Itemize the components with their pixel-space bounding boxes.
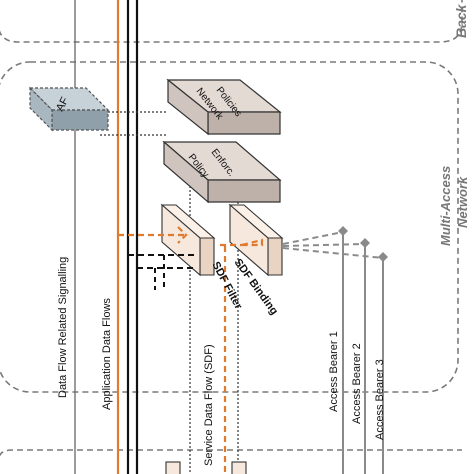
access-bearer-3-label: Access Bearer 3 xyxy=(374,359,386,440)
sdf-binding-node xyxy=(228,203,284,277)
data-flow-signalling-label: Data Flow Related Signalling xyxy=(57,257,69,398)
access-bearer-2-label: Access Bearer 2 xyxy=(351,343,363,424)
multi-access-label-line1: Multi-Access xyxy=(438,166,453,246)
network-policies-node: Network Policies xyxy=(166,78,282,136)
bearer-1-diamond-icon xyxy=(338,226,348,236)
access-bearers xyxy=(282,226,388,474)
af-node: AF xyxy=(28,86,110,132)
policy-enforcement-node: Policy Enforc. xyxy=(162,140,282,204)
multi-access-label-line2: Network xyxy=(455,176,470,228)
bearer-1-feed xyxy=(282,231,344,245)
bottom-binding-stub xyxy=(231,461,247,474)
service-data-flow-label: Service Data Flow (SDF) xyxy=(203,344,215,466)
bearer-2-feed xyxy=(282,243,366,247)
backend-region-label: Back xyxy=(453,3,469,38)
sdf-filter-node xyxy=(160,203,216,277)
bearer-2-diamond-icon xyxy=(360,238,370,248)
bearer-3-feed xyxy=(282,247,384,259)
bottom-filter-stub xyxy=(165,461,181,474)
application-data-flows-label: Application Data Flows xyxy=(101,298,113,410)
af-label: AF xyxy=(54,95,71,113)
access-bearer-1-label: Access Bearer 1 xyxy=(328,331,340,412)
bearer-3-diamond-icon xyxy=(378,252,388,262)
lower-region-border xyxy=(0,449,462,457)
sdf-orange-dashed-flow xyxy=(118,226,264,474)
backend-region-border xyxy=(0,0,463,43)
multi-access-region-border xyxy=(0,61,459,393)
